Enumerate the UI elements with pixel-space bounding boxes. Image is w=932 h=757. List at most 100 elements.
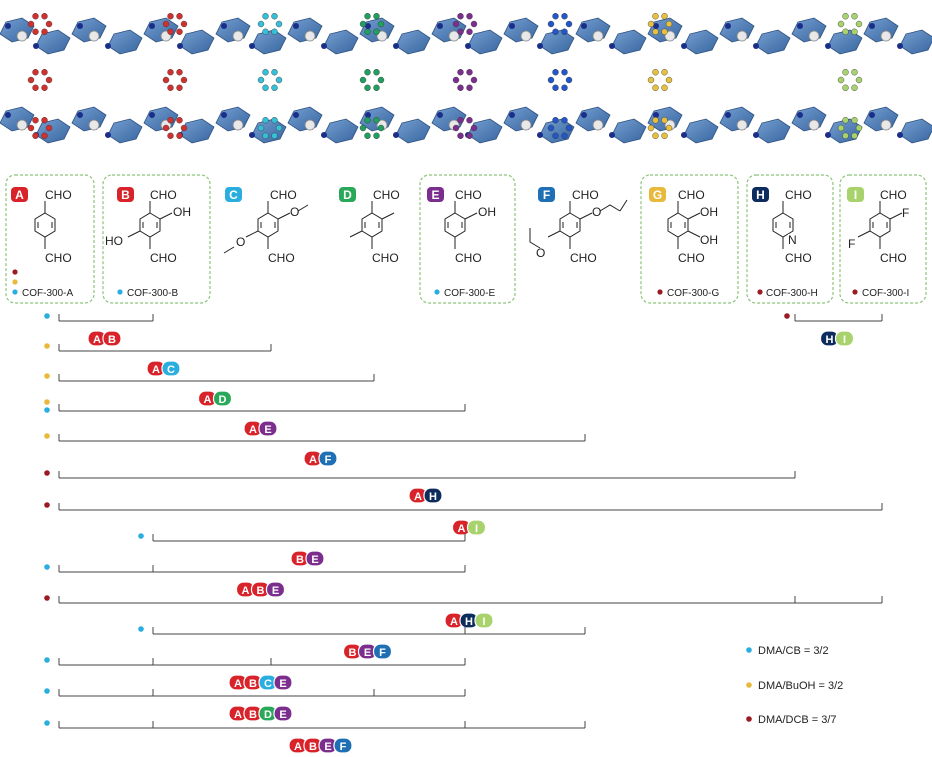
- benzene-ring-shape: [467, 29, 503, 55]
- nitrogen-atom: [753, 132, 759, 138]
- linker-molecule: [452, 13, 478, 140]
- sub-right-B: OH: [173, 205, 191, 219]
- framework-band-1: [0, 17, 932, 55]
- benzene-ring-shape: [179, 29, 215, 55]
- benzene-ring-shape: [575, 106, 611, 132]
- nitrogen-atom: [365, 23, 371, 29]
- linker-molecule: [257, 13, 283, 140]
- component-badge-letter-A: A: [234, 678, 242, 690]
- nitrogen-atom: [77, 23, 83, 29]
- component-badge-letter-I: I: [475, 523, 478, 535]
- carbon-node: [808, 30, 820, 42]
- component-badge-letter-E: E: [264, 424, 271, 436]
- benzene-ring-shape: [251, 29, 287, 55]
- benzene-ring-shape: [719, 106, 755, 132]
- nitrogen-atom: [221, 23, 227, 29]
- badge-B-letter: B: [121, 188, 130, 202]
- nitrogen-atom: [609, 132, 615, 138]
- badge-E-letter: E: [431, 188, 439, 202]
- component-badge-letter-B: B: [249, 678, 257, 690]
- nitrogen-atom: [77, 112, 83, 118]
- solvent-dot-buoh: [44, 343, 50, 349]
- framework-band-2: [0, 106, 932, 144]
- benzene-ring-shape: [899, 29, 932, 55]
- cho-top-C: CHO: [270, 188, 297, 202]
- legend-dot-cb: [746, 647, 752, 653]
- nitrogen-atom: [321, 43, 327, 49]
- cho-top-A: CHO: [45, 188, 72, 202]
- cho-bottom-G: CHO: [678, 251, 705, 265]
- cho-bottom-A: CHO: [45, 251, 72, 265]
- linker-C: C CHO O O CHO: [223, 187, 309, 265]
- solvent-dot-cb: [44, 657, 50, 663]
- benzene-ring-shape: [611, 29, 647, 55]
- solvent-dot-buoh: [44, 373, 50, 379]
- cho-bottom-B: CHO: [150, 251, 177, 265]
- solvent-dot-dcb: [44, 470, 50, 476]
- legend-dot-dcb: [746, 716, 752, 722]
- solvent-dot-cb: [44, 720, 50, 726]
- nitrogen-atom: [393, 132, 399, 138]
- component-badge-H: [423, 487, 443, 504]
- benzene-ring-shape: [107, 29, 143, 55]
- cho-top-F: CHO: [572, 188, 599, 202]
- nitrogen-atom: [653, 23, 659, 29]
- component-badge-letter-B: B: [296, 554, 304, 566]
- sub-right-I: F: [902, 206, 909, 220]
- nitrogen-atom: [537, 132, 543, 138]
- badge-G-letter: G: [653, 188, 662, 202]
- sub-right-C: O: [290, 205, 299, 219]
- component-badge-letter-F: F: [379, 647, 386, 659]
- nitrogen-atom: [537, 43, 543, 49]
- component-badge-letter-I: I: [482, 616, 485, 628]
- cho-bottom-F: CHO: [570, 251, 597, 265]
- benzene-ring-shape: [323, 29, 359, 55]
- badge-E: [427, 187, 444, 202]
- benzene-ring-shape: [107, 118, 143, 144]
- cho-bottom-I: CHO: [880, 251, 907, 265]
- component-badge-I: [466, 519, 487, 536]
- component-badge-letter-A: A: [249, 424, 257, 436]
- benzene-ring-shape: [755, 118, 791, 144]
- component-badge-E: [305, 550, 325, 567]
- carbon-node: [304, 119, 316, 131]
- component-badge-letter-C: C: [264, 678, 272, 690]
- nitrogen-atom: [105, 43, 111, 49]
- benzene-ring-shape: [683, 29, 719, 55]
- component-badge-E: [273, 674, 293, 691]
- nitrogen-atom: [581, 112, 587, 118]
- carbon-node: [304, 30, 316, 42]
- component-badge-letter-A: A: [294, 741, 302, 753]
- carbon-node: [808, 119, 820, 131]
- nitrogen-atom: [681, 43, 687, 49]
- cho-bottom-D: CHO: [372, 251, 399, 265]
- cho-top-H: CHO: [785, 188, 812, 202]
- nitrogen-atom: [581, 23, 587, 29]
- component-badge-letter-A: A: [234, 709, 242, 721]
- carbon-node: [88, 119, 100, 131]
- crystal-structure-image: [0, 13, 932, 144]
- carbon-node: [376, 30, 388, 42]
- carbon-node: [880, 30, 892, 42]
- nitrogen-atom: [609, 43, 615, 49]
- benzene-ring-shape: [755, 29, 791, 55]
- badge-I-letter: I: [854, 188, 857, 202]
- badge-D-letter: D: [343, 188, 352, 202]
- component-badge-letter-B: B: [257, 585, 265, 597]
- cho-top-G: CHO: [678, 188, 705, 202]
- component-badge-letter-A: A: [152, 364, 160, 376]
- nitrogen-atom: [5, 23, 11, 29]
- nitrogen-atom: [725, 23, 731, 29]
- linker-B: B CHO OH HO CHO COF-300-B: [102, 174, 211, 304]
- solvent-dot-cb: [138, 626, 144, 632]
- benzene-ring-shape: [575, 17, 611, 43]
- nitrogen-atom: [249, 43, 255, 49]
